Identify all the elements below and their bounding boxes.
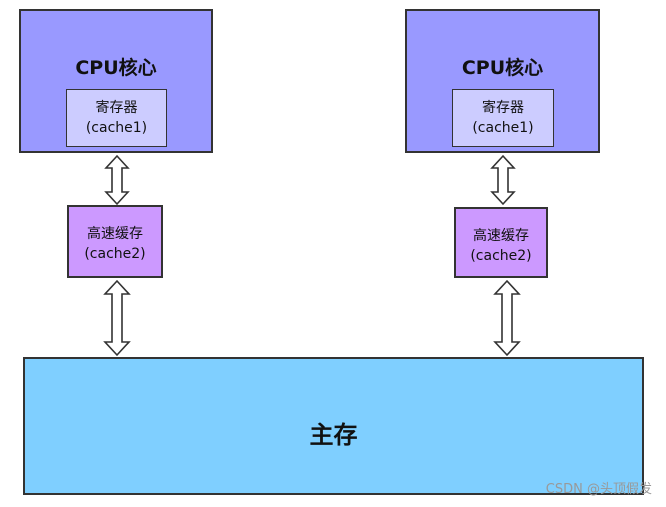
l2-cache-left: 高速缓存 (cache2) [67, 205, 163, 278]
l2-cache-right: 高速缓存 (cache2) [454, 207, 548, 278]
register-label: 寄存器 [482, 100, 524, 116]
double-arrow-icon [490, 154, 516, 206]
l2-cache-sub-label: (cache2) [470, 248, 532, 264]
double-arrow-icon [103, 279, 131, 357]
double-arrow-icon [104, 154, 130, 206]
watermark: CSDN @头顶假发 [545, 482, 652, 497]
register-label: 寄存器 [95, 100, 138, 116]
main-memory-label: 主存 [309, 421, 358, 449]
cpu-core-left: CPU核心 寄存器 (cache1) [19, 9, 213, 153]
register-cache-label: (cache1) [472, 120, 534, 136]
cpu-core-right: CPU核心 寄存器 (cache1) [405, 9, 600, 153]
double-arrow-icon [493, 279, 521, 357]
l2-cache-label: 高速缓存 [473, 228, 529, 244]
cpu-core-title: CPU核心 [75, 57, 157, 79]
register-cache1-box: 寄存器 (cache1) [452, 89, 554, 147]
register-cache-label: (cache1) [85, 120, 148, 136]
main-memory: 主存 [23, 357, 644, 495]
l2-cache-label: 高速缓存 [87, 226, 143, 242]
l2-cache-sub-label: (cache2) [84, 246, 146, 262]
register-cache1-box: 寄存器 (cache1) [66, 89, 167, 147]
cpu-core-title: CPU核心 [461, 57, 544, 79]
